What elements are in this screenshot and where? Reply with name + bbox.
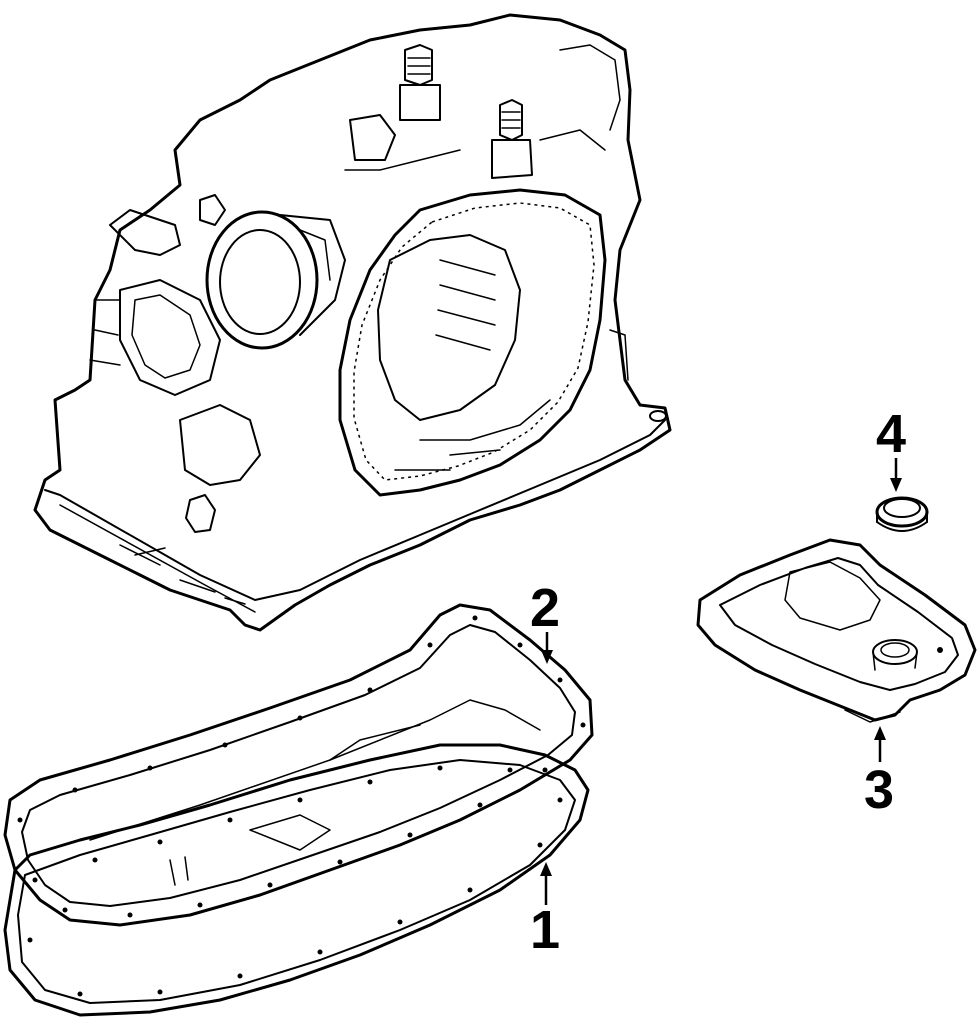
stud-right [491,99,533,179]
callout-4-arrowhead [890,478,902,492]
callout-3: 3 [864,726,894,820]
callout-1: 1 [530,862,560,960]
transmission-filter [696,538,977,723]
callout-2-arrowhead [541,650,553,664]
filter-seal [875,496,929,532]
callout-3-number: 3 [864,760,894,820]
callout-1-number: 1 [530,900,560,960]
transmission-case [33,13,672,632]
callout-3-arrowhead [874,726,886,740]
callout-1-arrowhead [540,862,552,876]
pan-gasket [3,603,594,927]
gasket-bolt-holes [17,615,586,918]
callout-4: 4 [876,404,906,492]
callout-4-number: 4 [876,404,906,464]
callout-2: 2 [530,578,560,664]
callout-2-number: 2 [530,578,560,638]
stud-left [399,44,441,121]
oil-pan [3,743,590,1017]
pan-bolt-holes [27,765,563,997]
